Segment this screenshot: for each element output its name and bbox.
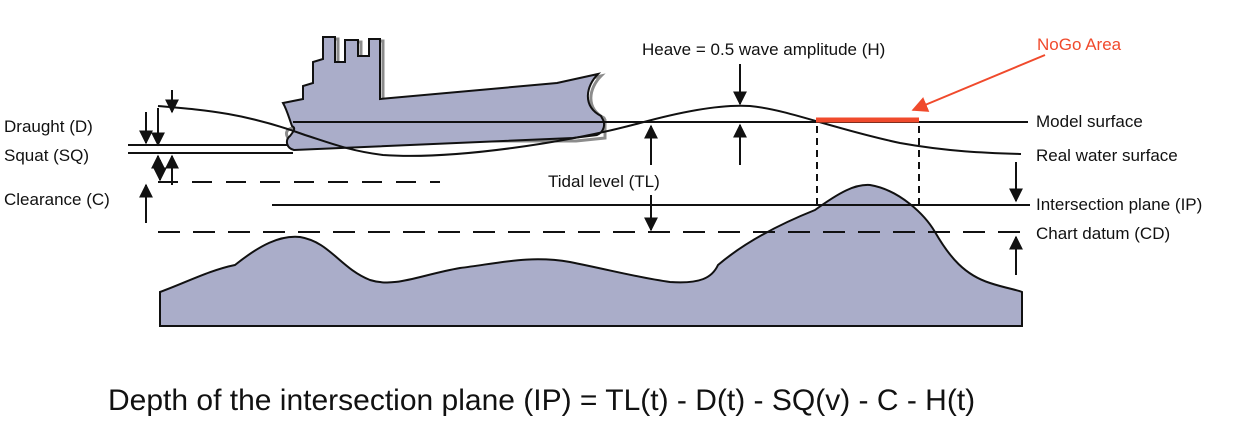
- squat-label: Squat (SQ): [4, 146, 89, 165]
- seabed-shape: [159, 183, 1023, 327]
- depth-formula: Depth of the intersection plane (IP) = T…: [108, 384, 975, 417]
- real-water-surface: [157, 104, 1022, 157]
- nogo-label: NoGo Area: [1037, 35, 1122, 54]
- chart-datum-label: Chart datum (CD): [1036, 224, 1170, 243]
- draught-label: Draught (D): [4, 117, 93, 136]
- nogo-arrow: [911, 54, 1046, 112]
- heave-label: Heave = 0.5 wave amplitude (H): [642, 40, 885, 59]
- ship-shape: [281, 36, 606, 152]
- tidal-level-label: Tidal level (TL): [548, 172, 660, 191]
- model-surface-label: Model surface: [1036, 112, 1143, 131]
- real-water-surface-label: Real water surface: [1036, 146, 1178, 165]
- clearance-label: Clearance (C): [4, 190, 110, 209]
- intersection-plane-label: Intersection plane (IP): [1036, 195, 1202, 214]
